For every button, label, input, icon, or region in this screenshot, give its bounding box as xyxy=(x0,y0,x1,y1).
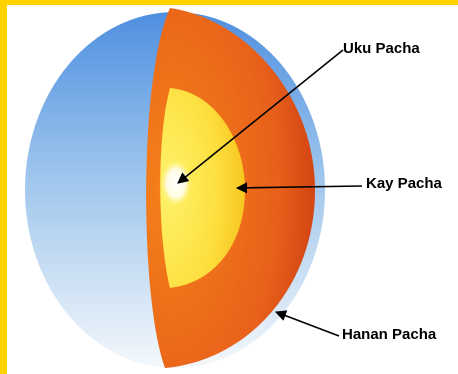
center-glow xyxy=(160,159,192,207)
kay-pacha-label: Kay Pacha xyxy=(366,175,442,193)
hanan-pacha-label: Hanan Pacha xyxy=(342,326,436,344)
uku-pacha-label: Uku Pacha xyxy=(343,40,420,58)
hanan-pacha-pointer xyxy=(276,312,339,336)
